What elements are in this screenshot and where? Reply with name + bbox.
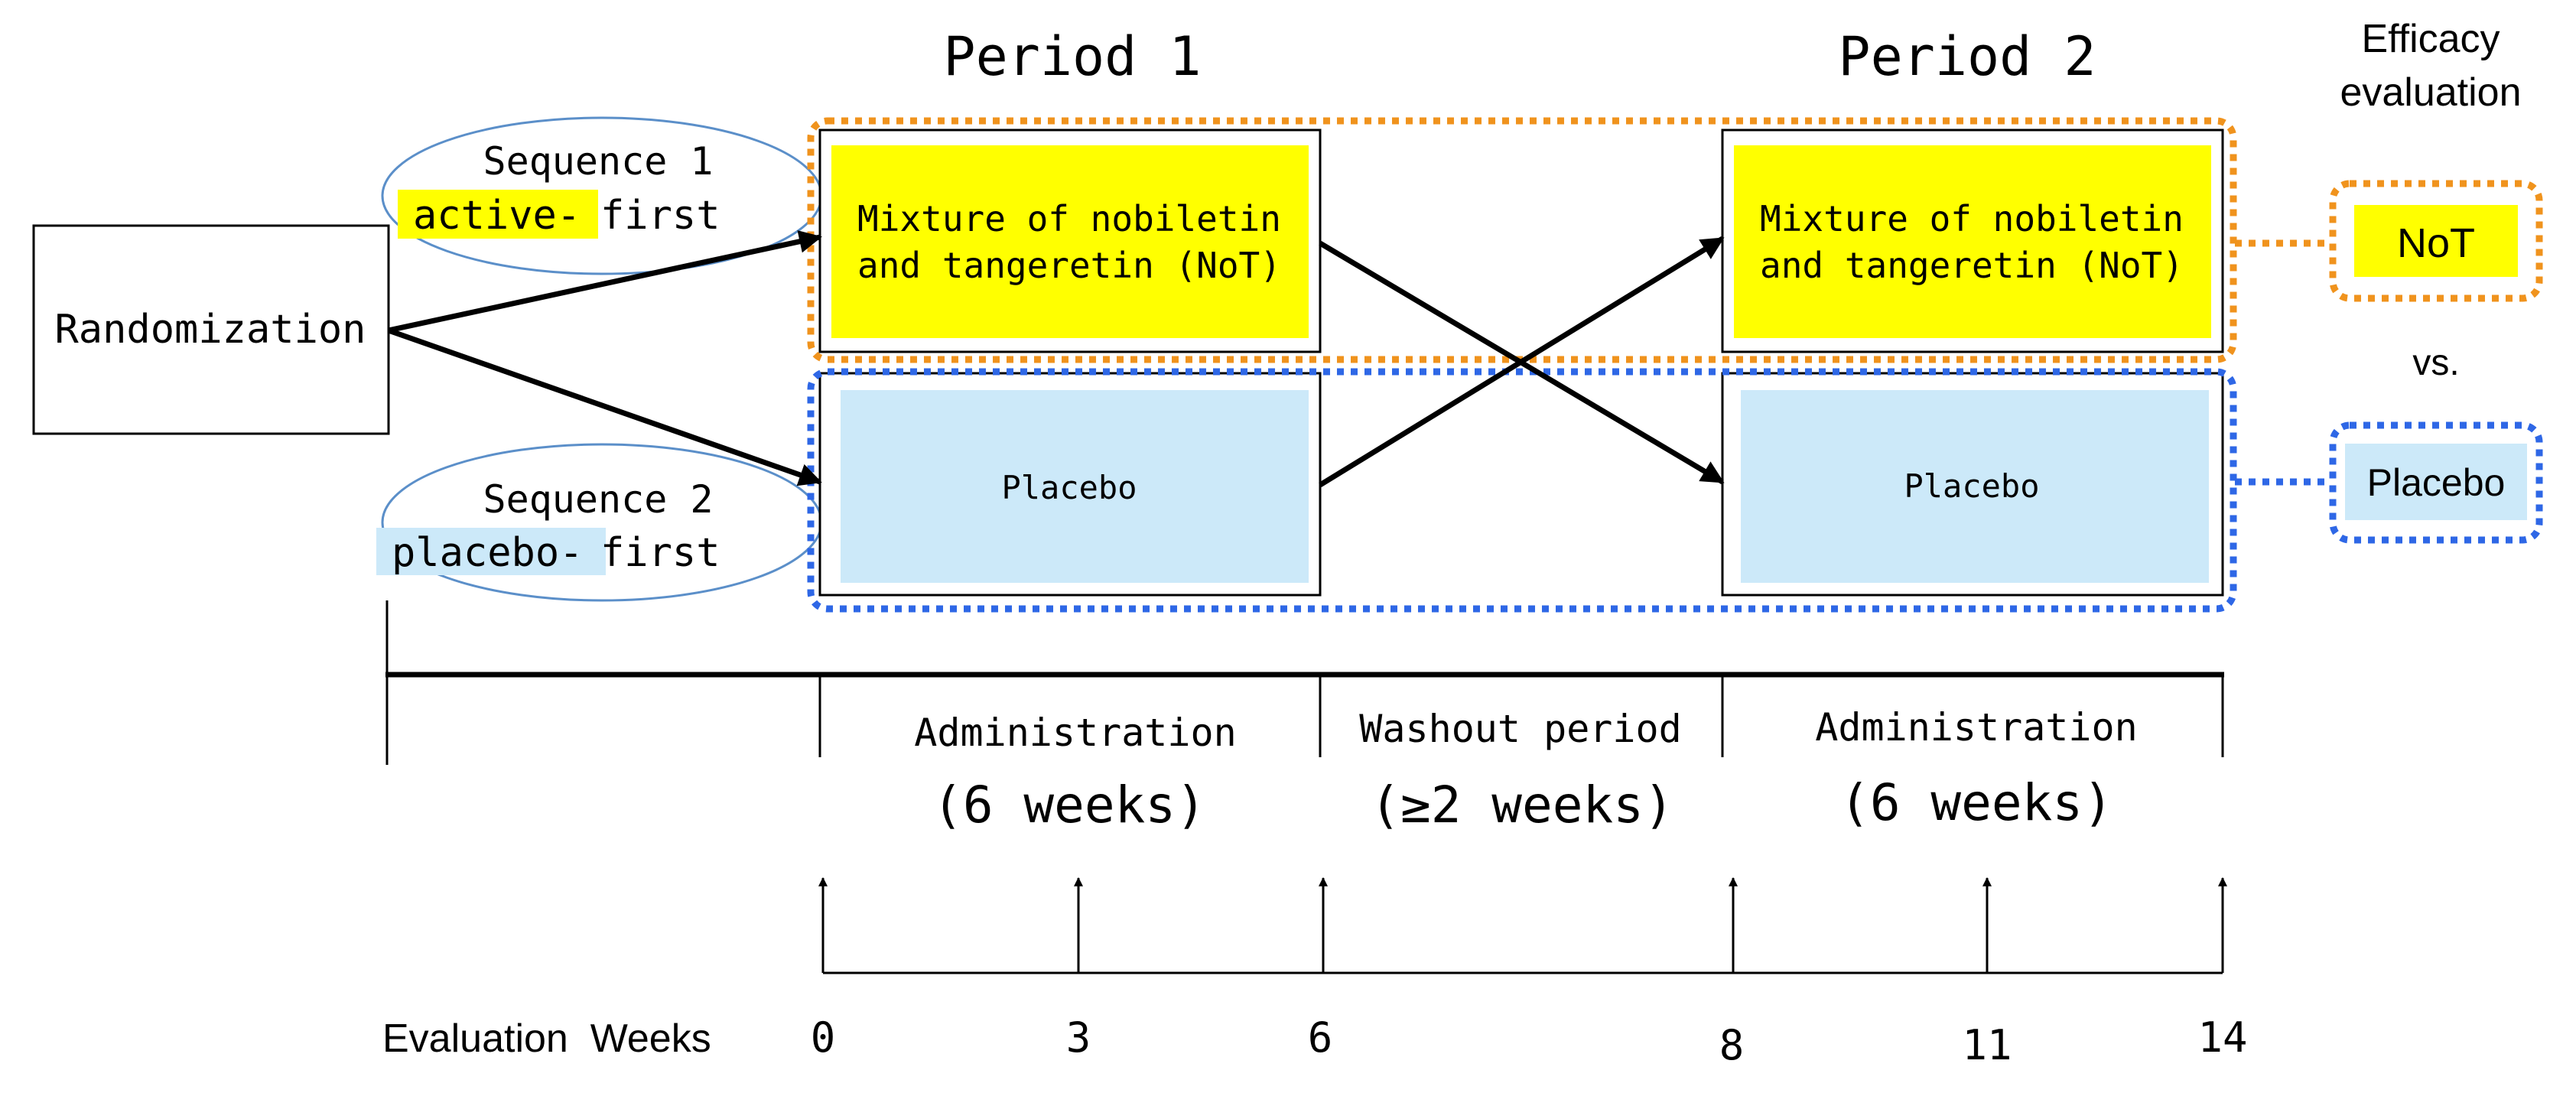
washout-line2: (≥2 weeks) (1370, 776, 1673, 834)
sequence-2-highlight-text: placebo- (392, 530, 583, 576)
period-1-placebo-box: Placebo (818, 372, 1322, 597)
week-3: 3 (1066, 1013, 1091, 1062)
evaluation-arrows (818, 877, 2227, 973)
period-1-placebo-label: Placebo (1001, 469, 1137, 506)
efficacy-not-box: NoT (2329, 180, 2543, 302)
efficacy-not-label: NoT (2397, 220, 2475, 266)
vs-label: vs. (2412, 343, 2459, 383)
placebo-first-highlight (376, 528, 606, 575)
randomization-box: Randomization (32, 224, 390, 435)
efficacy-placebo-label: Placebo (2367, 461, 2506, 504)
timeline-dividers (385, 600, 2224, 765)
sequence-2-label: Sequence 2 (483, 477, 713, 522)
evaluation-weeks-label: Evaluation Weeks (382, 1017, 711, 1061)
week-11: 11 (1962, 1021, 2012, 1069)
period-1-active-line1: Mixture of nobiletin (857, 198, 1281, 239)
sequence-1-label: Sequence 1 (483, 139, 713, 184)
administration-1-line2: (6 weeks) (932, 776, 1206, 834)
efficacy-header-line1: Efficacy (2361, 17, 2500, 61)
week-14: 14 (2197, 1013, 2247, 1062)
sequence-2-first-text: first (600, 530, 720, 576)
sequence-1-ellipse: Sequence 1 active- first (381, 116, 823, 275)
placebo-group-outline (807, 368, 2237, 613)
arrow-to-period-1-active (388, 230, 822, 333)
sequence-1-highlight-text: active- (413, 193, 581, 239)
administration-2-line1: Administration (1815, 705, 2137, 750)
period-1-header: Period 1 (943, 25, 1201, 88)
administration-2-line2: (6 weeks) (1839, 773, 2113, 832)
period-1-active-box: Mixture of nobiletin and tangeretin (NoT… (818, 128, 1322, 353)
period-1-active-line2: and tangeretin (NoT) (857, 245, 1281, 286)
week-6: 6 (1308, 1013, 1333, 1062)
period-2-placebo-label: Placebo (1904, 467, 2039, 505)
efficacy-placebo-box: Placebo (2329, 421, 2543, 544)
period-2-active-line1: Mixture of nobiletin (1760, 198, 2184, 239)
administration-1-line1: Administration (914, 711, 1236, 755)
randomization-label: Randomization (55, 307, 366, 353)
sequence-2-ellipse: Sequence 2 placebo- first (376, 443, 823, 602)
active-first-highlight (398, 190, 598, 239)
efficacy-header-line2: evaluation (2340, 70, 2521, 115)
arrow-to-period-1-placebo (387, 327, 822, 486)
washout-line1: Washout period (1359, 707, 1681, 751)
week-0: 0 (811, 1013, 836, 1062)
period-2-placebo-box: Placebo (1721, 372, 2224, 597)
period-2-header: Period 2 (1838, 25, 2096, 88)
crossover-arrow-placebo-to-active (1319, 236, 1725, 487)
week-8: 8 (1719, 1021, 1745, 1069)
sequence-1-first-text: first (600, 193, 720, 239)
period-2-active-box: Mixture of nobiletin and tangeretin (NoT… (1721, 128, 2224, 353)
period-2-active-line2: and tangeretin (NoT) (1760, 245, 2184, 286)
